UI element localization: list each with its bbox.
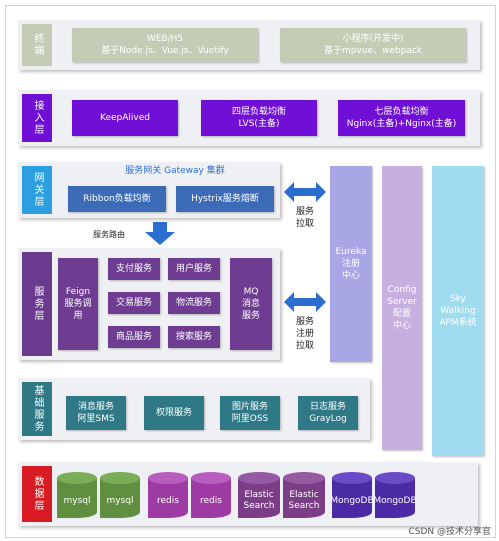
- db-cylinder: mysql: [100, 472, 140, 518]
- gateway-cluster-title: 服务网关 Gateway 集群: [125, 166, 225, 176]
- client-layer-text: 终端: [32, 33, 43, 57]
- keepalived-box: KeepAlived: [72, 100, 178, 136]
- skywalking-label: Sky Walking APM系统: [439, 294, 477, 328]
- eureka-label: Eureka 注册 中心: [335, 247, 367, 281]
- db-cylinder: Elastic Search: [238, 472, 280, 518]
- ribbon-label: Ribbon负载均衡: [83, 194, 151, 204]
- db-label: redis: [200, 495, 222, 506]
- service-layer-text: 服务层: [32, 286, 43, 322]
- web-h5-box: WEB/H5 基于Node.js、Vue.js、Vuetify: [72, 28, 258, 62]
- base-msg-box: 消息服务 阿里SMS: [66, 396, 126, 430]
- db-label: Elastic Search: [288, 490, 320, 511]
- base-img-label: 图片服务 阿里OSS: [231, 402, 269, 424]
- base-img-box: 图片服务 阿里OSS: [220, 396, 280, 430]
- service-item: 支付服务: [108, 258, 160, 280]
- keepalived-label: KeepAlived: [100, 113, 150, 123]
- lvs-subtitle: LVS(主备): [238, 119, 280, 129]
- service-item: 物流服务: [168, 292, 220, 314]
- lvs-title: 四层负载均衡: [231, 107, 286, 117]
- feign-box: Feign服务调用: [58, 258, 98, 350]
- service-item-label: 商品服务: [115, 332, 152, 342]
- config-server-label: Config Server 配置 中心: [387, 285, 417, 331]
- base-auth-box: 权限服务: [144, 396, 204, 430]
- base-log-box: 日志服务 GrayLog: [298, 396, 358, 430]
- gateway-layer-text: 网关层: [32, 172, 43, 208]
- mini-program-title: 小程序(开发中): [342, 34, 404, 44]
- base-auth-label: 权限服务: [155, 408, 192, 418]
- db-label: Elastic Search: [243, 490, 275, 511]
- skywalking-bar: Sky Walking APM系统: [432, 166, 484, 456]
- db-cylinder: MongoDB: [373, 472, 417, 518]
- hystrix-box: Hystrix服务熔断: [176, 186, 274, 212]
- service-item-label: 搜索服务: [175, 332, 212, 342]
- lvs-box: 四层负载均衡 LVS(主备): [201, 100, 317, 136]
- db-label: redis: [157, 495, 179, 506]
- base-layer-text: 基础服务: [32, 385, 43, 433]
- db-cylinder: Elastic Search: [283, 472, 325, 518]
- db-label: MongoDB: [373, 495, 417, 506]
- pull-label: 服务 拉取: [295, 207, 314, 229]
- mini-program-subtitle: 基于mpvue、webpack: [323, 46, 423, 56]
- web-h5-subtitle: 基于Node.js、Vue.js、Vuetify: [101, 46, 229, 56]
- mini-program-box: 小程序(开发中) 基于mpvue、webpack: [280, 28, 466, 62]
- route-down-arrow: [145, 222, 175, 245]
- nginx-box: 七层负载均衡 Nginx(主备)+Nginx(主备): [338, 100, 465, 136]
- service-item: 用户服务: [168, 258, 220, 280]
- register-label: 服务 注册 拉取: [295, 317, 314, 351]
- base-msg-label: 消息服务 阿里SMS: [77, 402, 115, 424]
- data-layer-text: 数据层: [32, 476, 43, 512]
- nginx-subtitle: Nginx(主备)+Nginx(主备): [346, 119, 457, 129]
- service-item: 搜索服务: [168, 326, 220, 348]
- mq-box: MQ消息服务: [230, 258, 272, 350]
- db-label: mysql: [106, 495, 134, 506]
- service-item-label: 用户服务: [175, 264, 212, 274]
- service-item: 商品服务: [108, 326, 160, 348]
- mq-label: MQ消息服务: [241, 287, 260, 321]
- ribbon-box: Ribbon负载均衡: [68, 186, 166, 212]
- access-layer-label: 接入层: [22, 94, 52, 142]
- access-layer-text: 接入层: [32, 100, 43, 136]
- service-item-label: 支付服务: [115, 264, 152, 274]
- config-server-bar: Config Server 配置 中心: [382, 166, 422, 450]
- hystrix-label: Hystrix服务熔断: [191, 194, 259, 204]
- pull-double-arrow: [284, 182, 326, 202]
- data-layer-label: 数据层: [22, 466, 52, 522]
- db-label: MongoDB: [330, 495, 374, 506]
- db-cylinder: redis: [191, 472, 231, 518]
- footer-credit: CSDN @技术分享官: [408, 527, 491, 537]
- db-cylinder: mysql: [57, 472, 97, 518]
- nginx-title: 七层负载均衡: [374, 107, 429, 117]
- base-layer-label: 基础服务: [22, 382, 52, 436]
- db-label: mysql: [63, 495, 91, 506]
- gateway-layer-label: 网关层: [22, 166, 52, 214]
- register-double-arrow: [284, 292, 326, 312]
- service-layer-label: 服务层: [22, 252, 52, 356]
- base-log-label: 日志服务 GrayLog: [309, 402, 347, 424]
- web-h5-title: WEB/H5: [146, 34, 184, 44]
- route-label: 服务路由: [93, 230, 125, 239]
- eureka-bar: Eureka 注册 中心: [330, 166, 372, 362]
- service-item-label: 物流服务: [175, 298, 212, 308]
- feign-label: Feign服务调用: [64, 287, 92, 321]
- db-cylinder: MongoDB: [330, 472, 374, 518]
- service-item-label: 交易服务: [115, 298, 152, 308]
- service-item: 交易服务: [108, 292, 160, 314]
- client-layer-label: 终端: [22, 24, 52, 66]
- db-cylinder: redis: [148, 472, 188, 518]
